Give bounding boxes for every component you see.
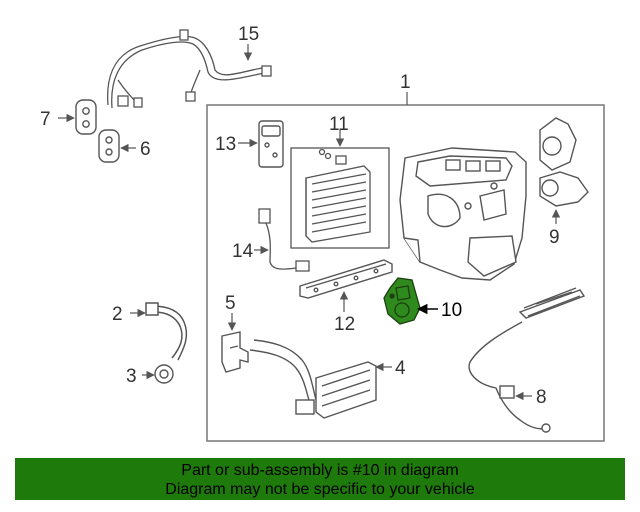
part-9-actuator[interactable]: [539, 117, 589, 207]
callout-3: 3: [126, 366, 137, 387]
notice-banner: Part or sub-assembly is #10 in diagram D…: [15, 458, 625, 500]
callout-1: 1: [400, 72, 411, 93]
callout-12: 12: [334, 314, 355, 335]
callout-15: 15: [238, 24, 259, 45]
part-1-heater-case[interactable]: [399, 147, 527, 281]
part-15-wire-harness[interactable]: [106, 29, 272, 109]
part-4-heater-core[interactable]: [249, 339, 377, 419]
callout-2: 2: [112, 304, 123, 325]
part-7-grommet[interactable]: [75, 99, 97, 135]
callout-5: 5: [225, 293, 236, 314]
callout-7: 7: [40, 109, 51, 130]
part-8-resistor-harness[interactable]: [468, 287, 586, 433]
callout-11: 11: [329, 114, 349, 135]
part-10-damper-servo-highlighted[interactable]: [383, 277, 421, 325]
callout-4: 4: [395, 358, 406, 379]
part-2-pipe[interactable]: [145, 302, 188, 361]
notice-line-2: Diagram may not be specific to your vehi…: [165, 481, 475, 498]
part-5-bracket[interactable]: [221, 331, 249, 373]
part-12-duct-bar[interactable]: [299, 259, 393, 299]
callout-8: 8: [536, 387, 547, 408]
callout-6: 6: [140, 139, 151, 160]
parts-diagram: 1 2 3 4 5 6 7 8 9 10 11 12 13 14 15: [40, 24, 605, 442]
part-11-evaporator[interactable]: [290, 147, 390, 249]
part-13-expansion-valve[interactable]: [258, 120, 284, 168]
part-3-o-ring[interactable]: [154, 364, 174, 384]
assembly-frame: [206, 104, 605, 442]
part-14-sensor[interactable]: [258, 208, 310, 272]
callout-10: 10: [441, 300, 462, 321]
callout-9: 9: [549, 227, 560, 248]
part-6-grommet[interactable]: [98, 129, 120, 163]
callout-14: 14: [232, 241, 254, 262]
callout-13: 13: [215, 134, 236, 155]
notice-line-1: Part or sub-assembly is #10 in diagram: [181, 462, 459, 479]
